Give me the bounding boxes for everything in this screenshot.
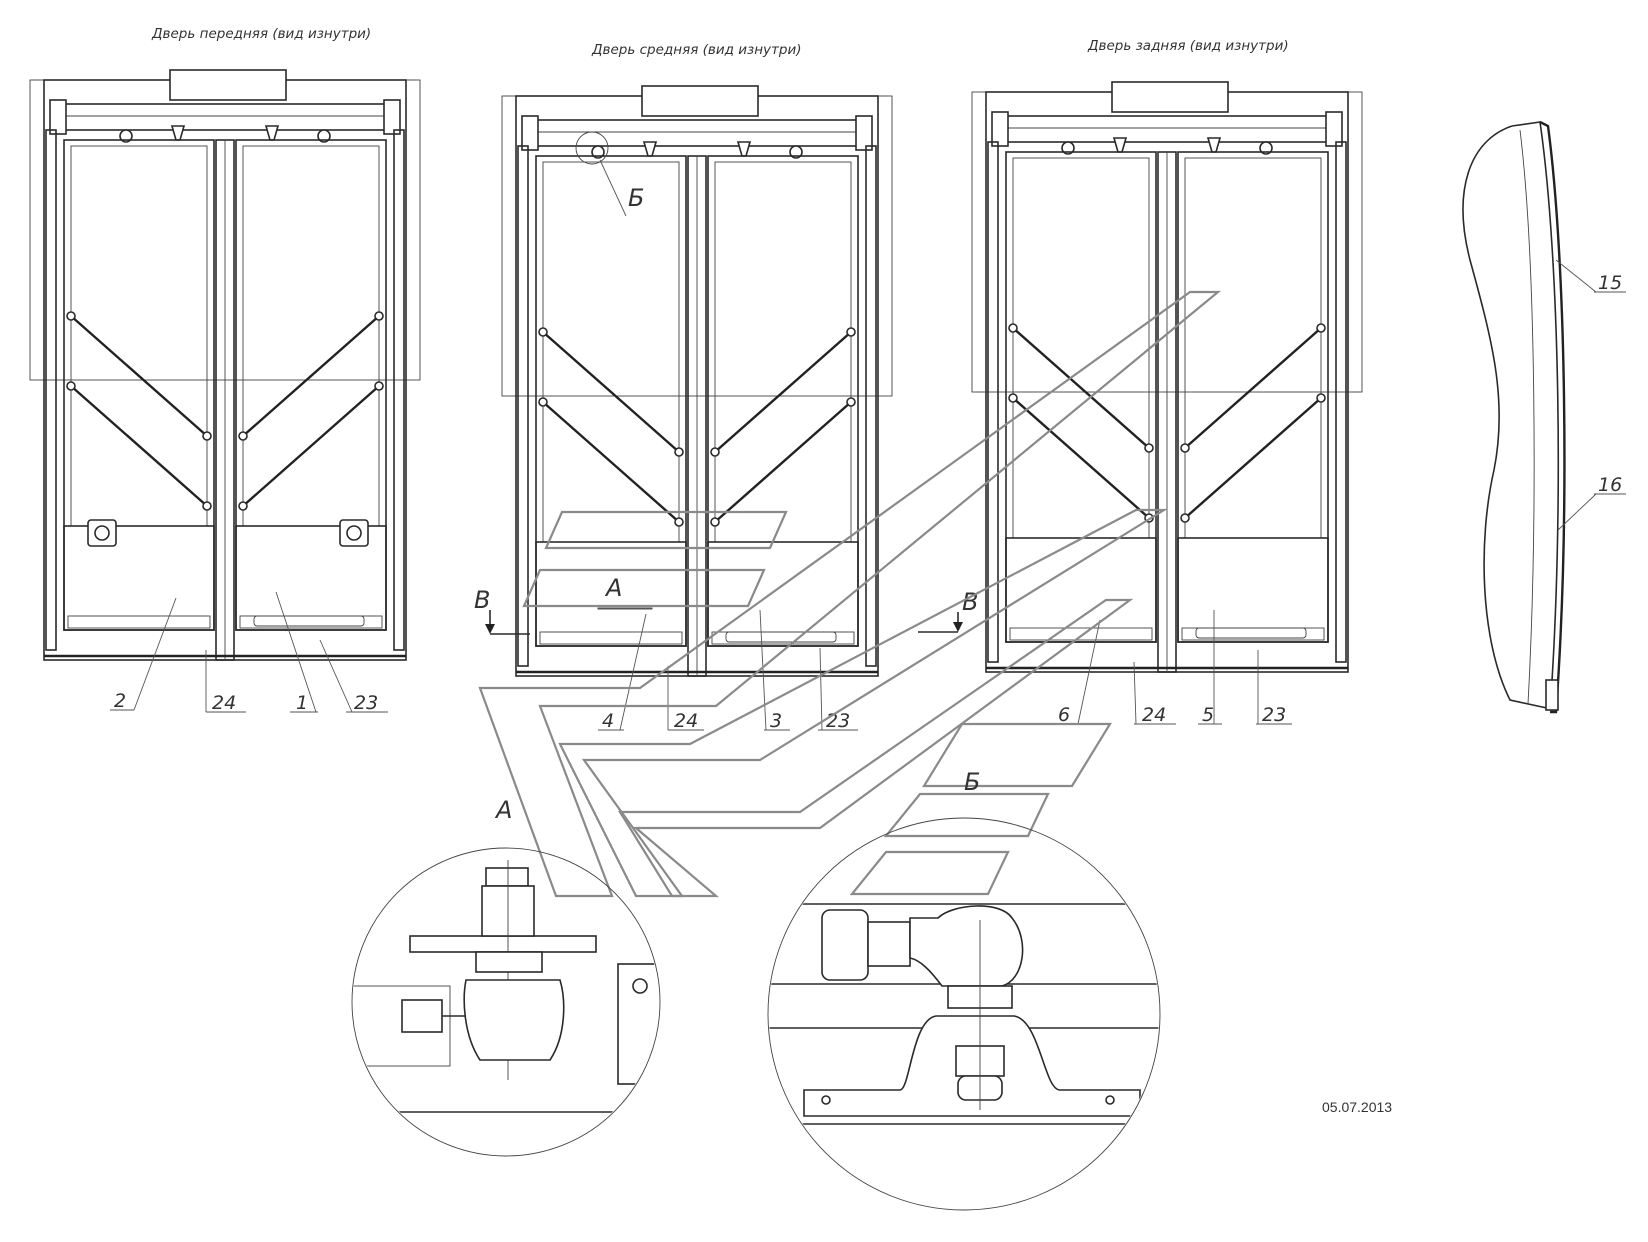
side-view-callouts: 15 16: [1555, 259, 1626, 531]
callout-rear-24: 24: [1142, 704, 1166, 726]
callout-middle-23: 23: [826, 710, 850, 732]
callout-front-2: 2: [114, 690, 126, 712]
callout-front-23: 23: [354, 692, 378, 714]
detail-label-a: А: [494, 796, 512, 824]
detail-a-drawing: [351, 847, 661, 1157]
detail-mark-b-top: Б: [628, 184, 644, 212]
rear-door-drawing: [972, 82, 1362, 672]
watermark-logo: [478, 290, 1222, 898]
callout-side-15: 15: [1598, 272, 1622, 294]
detail-b-drawing: [767, 817, 1161, 1211]
rear-door-title: Дверь задняя (вид изнутри): [1087, 38, 1289, 54]
front-door-drawing: [30, 70, 420, 660]
middle-door-drawing: [502, 86, 892, 676]
callout-rear-23: 23: [1262, 704, 1286, 726]
section-mark-v-right: В: [962, 588, 978, 616]
callout-front-1: 1: [296, 692, 308, 714]
drawing-date: 05.07.2013: [1322, 1099, 1392, 1115]
callout-middle-4: 4: [602, 710, 614, 732]
callout-front-24: 24: [212, 692, 236, 714]
callout-middle-24: 24: [674, 710, 698, 732]
middle-door-title: Дверь средняя (вид изнутри): [591, 42, 801, 58]
rear-door-callouts: 6 24 5 23: [1054, 610, 1292, 726]
detail-mark-a-top: А: [604, 574, 622, 602]
callout-rear-6: 6: [1058, 704, 1070, 726]
front-door-callouts: 2 24 1 23: [110, 591, 388, 714]
detail-label-b: Б: [964, 768, 980, 796]
callout-rear-5: 5: [1202, 704, 1214, 726]
front-door-title: Дверь передняя (вид изнутри): [151, 26, 371, 42]
callout-middle-3: 3: [770, 710, 782, 732]
section-mark-v-left: В: [474, 586, 490, 614]
side-view-drawing: [1462, 120, 1566, 714]
callout-side-16: 16: [1598, 474, 1622, 496]
